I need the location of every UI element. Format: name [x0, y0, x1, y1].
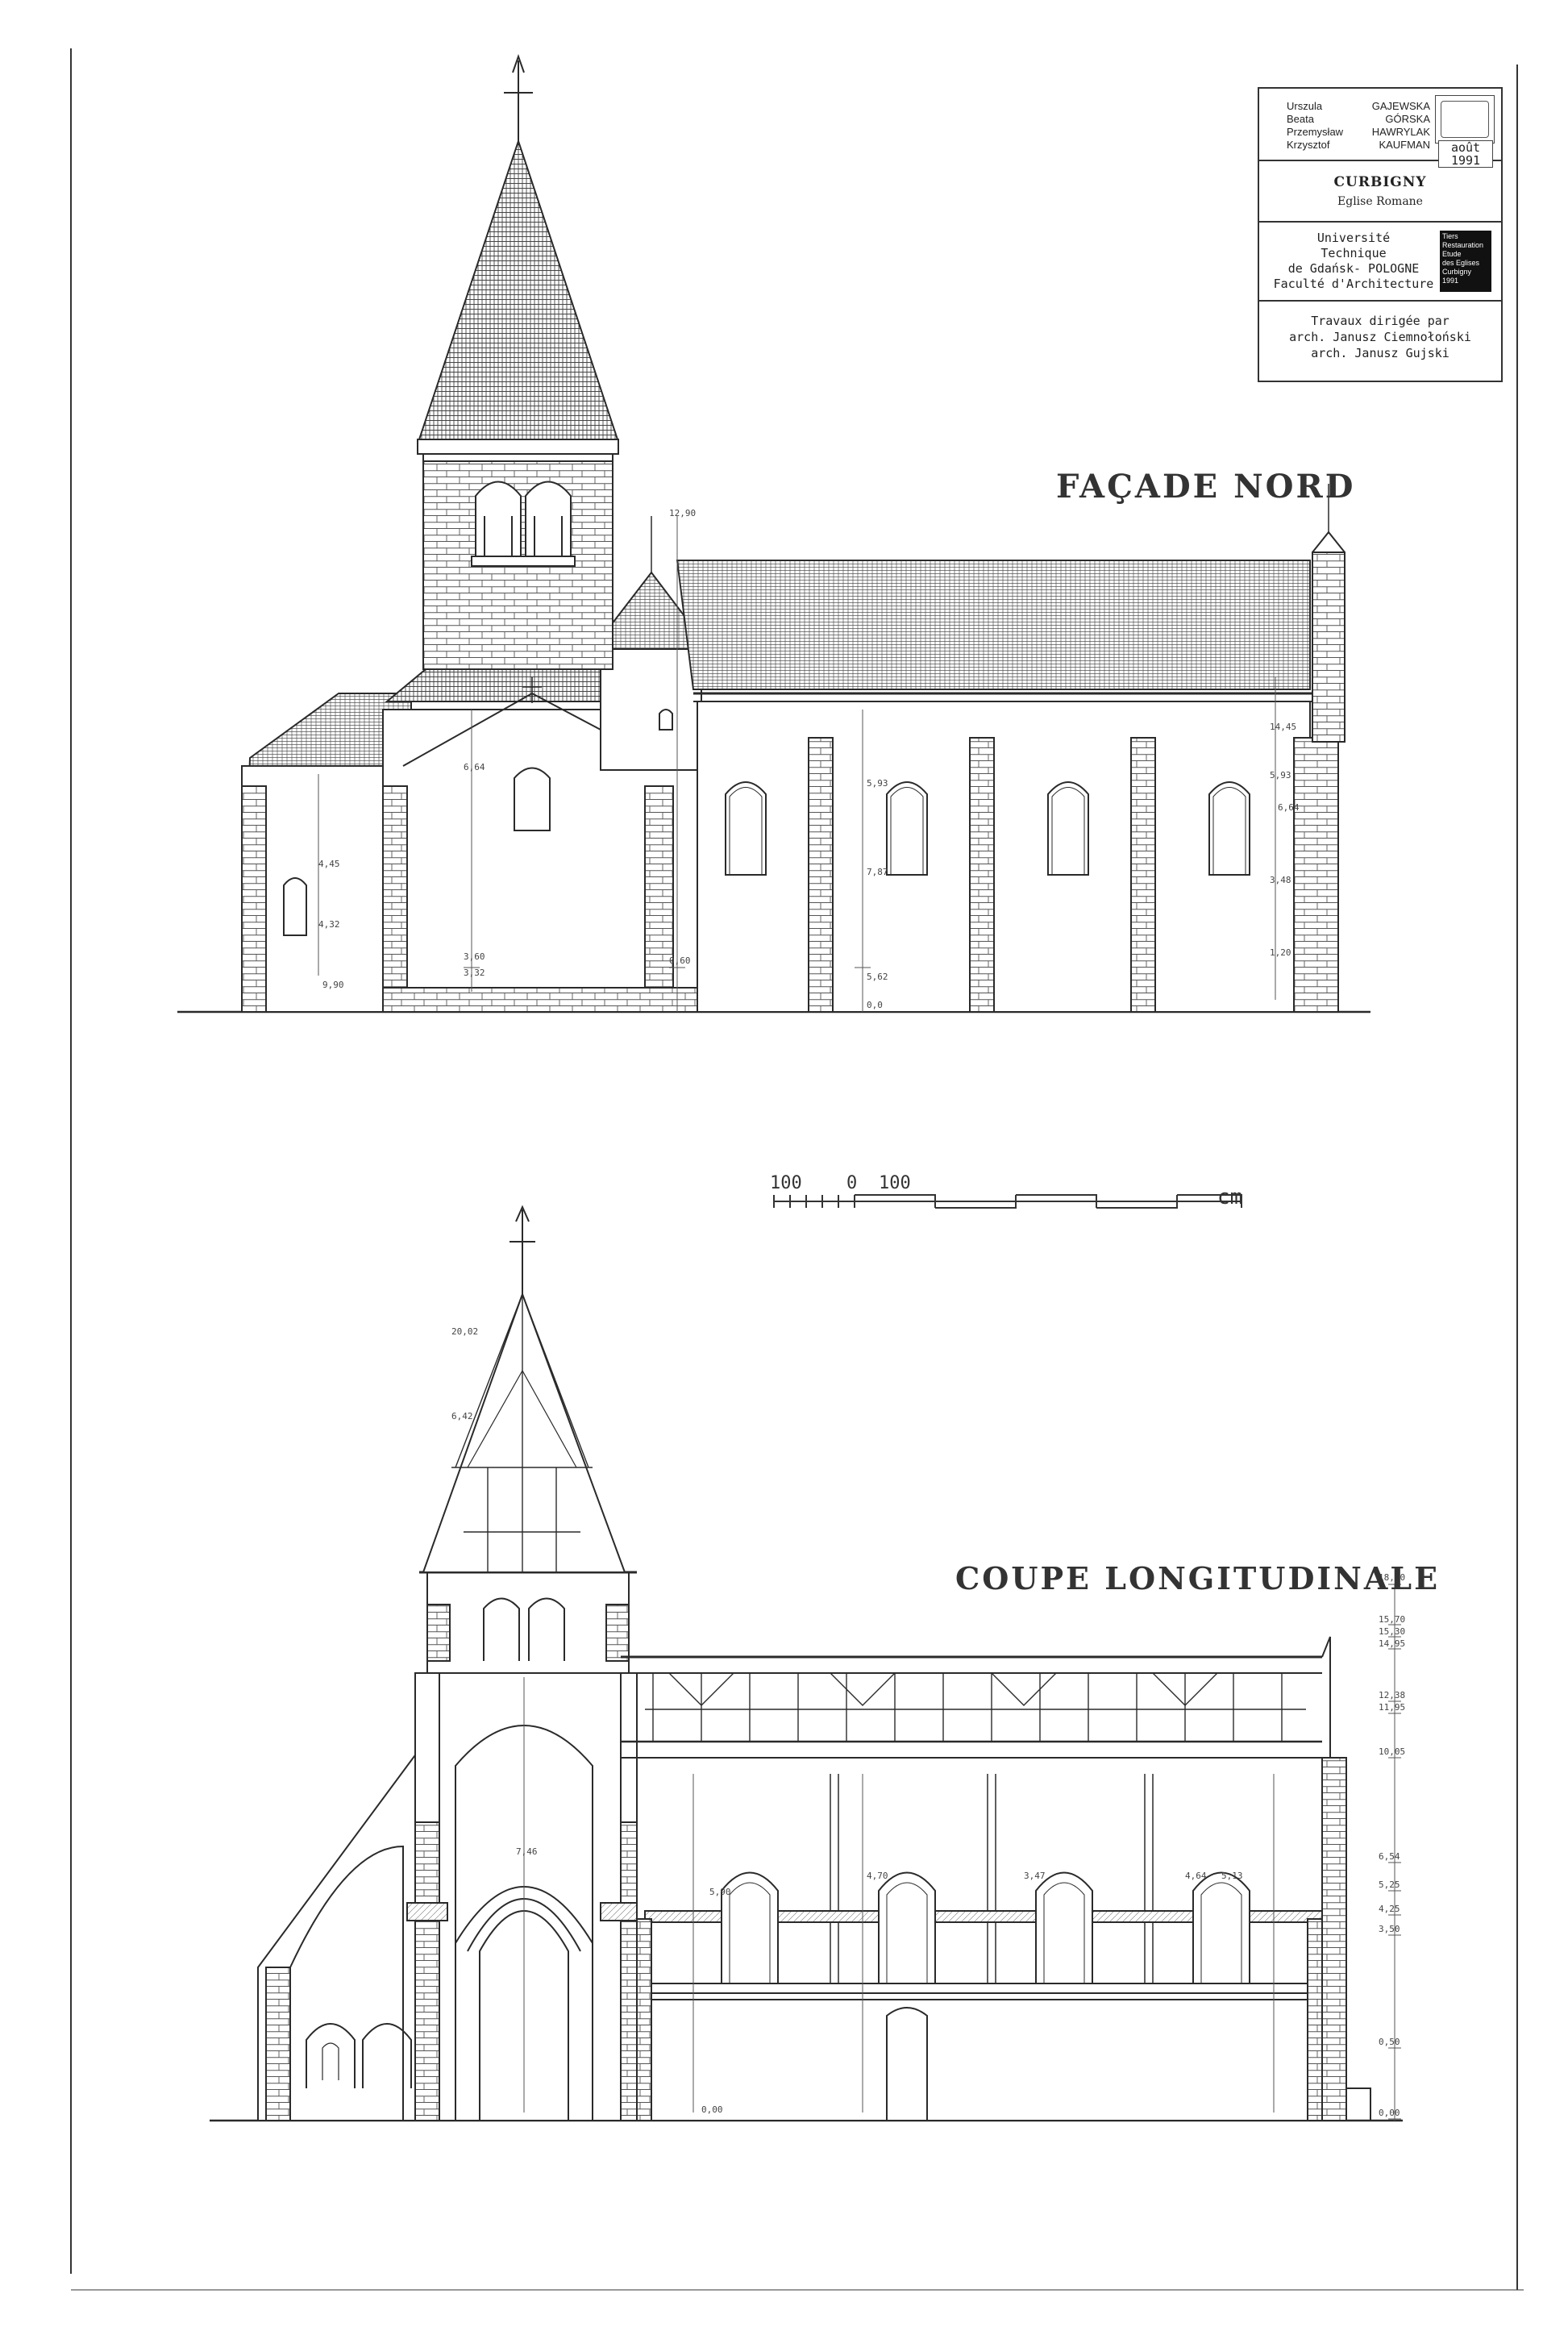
scale-zero-value: 0 — [846, 1173, 858, 1193]
coupe-longitudinale-section — [210, 1205, 1403, 2122]
section-dimension-label: 20,02 — [451, 1326, 478, 1337]
university-section: Université Technique de Gdańsk- POLOGNE … — [1259, 223, 1501, 302]
section-dimension-label: 12,38 — [1379, 1690, 1405, 1700]
title-block: Urszula GAJEWSKA Beata GÓRSKA Przemysław… — [1258, 87, 1503, 382]
church-section: CURBIGNY Eglise Romane — [1259, 161, 1501, 223]
sheet-border — [70, 48, 1524, 2291]
facade-dimension-label: 6,64 — [1278, 802, 1300, 813]
scale-right-value: 100 — [879, 1173, 911, 1193]
author-first-name: Przemysław — [1287, 126, 1344, 138]
direction-text: Travaux dirigée par arch. Janusz Ciemnoł… — [1259, 313, 1501, 361]
direction-line: arch. Janusz Gujski — [1311, 346, 1449, 360]
scale-left-value: 100 — [770, 1173, 802, 1193]
facade-dimension-lines — [318, 516, 1276, 1012]
section-label: COUPE LONGITUDINALE — [955, 1560, 1441, 1596]
scale-unit: cm — [1217, 1185, 1243, 1209]
section-dimension-label: 0,00 — [701, 2104, 723, 2115]
author-first-name: Krzysztof — [1287, 139, 1330, 151]
author-last-name: KAUFMAN — [1379, 139, 1430, 151]
section-dimension-label: 3,47 — [1024, 1871, 1046, 1881]
facade-dimension-label: 4,32 — [318, 919, 340, 930]
drawing-date: août 1991 — [1438, 140, 1493, 168]
university-seal-icon — [1435, 95, 1495, 144]
section-dimension-label: 0,00 — [1379, 2108, 1400, 2118]
scale-bar — [773, 1194, 1242, 1209]
facade-dimension-label: 7,87 — [867, 867, 888, 877]
facade-dimension-labels: 12,90 14,45 6,64 5,93 5,93 6,64 0,60 3,60 7,87 4,… — [318, 508, 1300, 1010]
section-dimension-label: 11,95 — [1379, 1702, 1405, 1713]
direction-section: Travaux dirigée par arch. Janusz Ciemnoł… — [1259, 302, 1501, 379]
section-dimension-label: 15,70 — [1379, 1614, 1405, 1625]
section-dimension-label: 4,70 — [867, 1871, 888, 1881]
facade-dimension-label: 3,60 — [464, 951, 485, 962]
section-dimension-label: 7,46 — [516, 1846, 538, 1857]
church-subtitle: Eglise Romane — [1337, 195, 1423, 208]
author-last-name: GAJEWSKA — [1371, 100, 1430, 112]
section-dimension-label: 15,30 — [1379, 1626, 1405, 1637]
university-line: Faculté d'Architecture — [1273, 277, 1434, 291]
facade-dimension-label: 12,90 — [669, 508, 696, 518]
facade-dimension-label: 0,0 — [867, 1000, 883, 1010]
section-dimension-label: 5,13 — [1221, 1871, 1243, 1881]
section-dimension-label: 0,50 — [1379, 2037, 1400, 2047]
section-dimension-label: 5,25 — [1379, 1879, 1400, 1890]
facade-dimension-label: 4,45 — [318, 859, 340, 869]
facade-dimension-label: 5,62 — [867, 972, 888, 982]
section-dimension-lines — [523, 1584, 1401, 2121]
section-dimension-label: 5,90 — [709, 1887, 731, 1897]
facade-label: FAÇADE NORD — [1056, 468, 1356, 506]
facade-dimension-label: 0,60 — [669, 955, 691, 966]
section-dimension-label: 6,54 — [1379, 1851, 1400, 1862]
facade-nord-elevation — [177, 53, 1370, 1014]
facade-dimension-label: 5,93 — [1270, 770, 1291, 780]
direction-line: arch. Janusz Ciemnołoński — [1289, 330, 1471, 344]
author-last-name: HAWRYLAK — [1371, 126, 1430, 138]
section-dimension-label: 4,25 — [1379, 1904, 1400, 1914]
section-dimension-label: 18,40 — [1379, 1572, 1405, 1583]
authors-section: Urszula GAJEWSKA Beata GÓRSKA Przemysław… — [1259, 89, 1501, 168]
author-first-name: Urszula — [1287, 100, 1323, 112]
facade-dimension-label: 1,20 — [1270, 947, 1291, 958]
section-dimension-label: 14,95 — [1379, 1638, 1405, 1649]
facade-dimension-label: 9,90 — [322, 980, 344, 990]
university-name: Université Technique de Gdańsk- POLOGNE … — [1271, 231, 1437, 292]
direction-line: Travaux dirigée par — [1311, 314, 1449, 328]
church-name: CURBIGNY — [1333, 174, 1427, 190]
facade-dimension-label: 3,48 — [1270, 875, 1291, 885]
university-line: de Gdańsk- POLOGNE — [1287, 261, 1420, 276]
author-first-name: Beata — [1287, 113, 1314, 125]
university-line: Université — [1316, 231, 1391, 245]
section-dimension-label: 3,50 — [1379, 1924, 1400, 1934]
section-dimension-label: 10,05 — [1379, 1746, 1405, 1757]
facade-dimension-label: 6,64 — [464, 762, 485, 772]
facade-dimension-label: 14,45 — [1270, 722, 1296, 732]
facade-dimension-label: 3,32 — [464, 968, 485, 978]
university-line: Technique — [1321, 246, 1387, 260]
author-last-name: GÓRSKA — [1385, 113, 1430, 125]
facade-dimension-label: 5,93 — [867, 778, 888, 789]
faculty-logo-icon: Tiers Restauration Etude des Eglises Cur… — [1440, 231, 1491, 292]
section-dimension-label: 4,64 — [1185, 1871, 1207, 1881]
section-dimension-label: 6,42 — [451, 1411, 473, 1421]
